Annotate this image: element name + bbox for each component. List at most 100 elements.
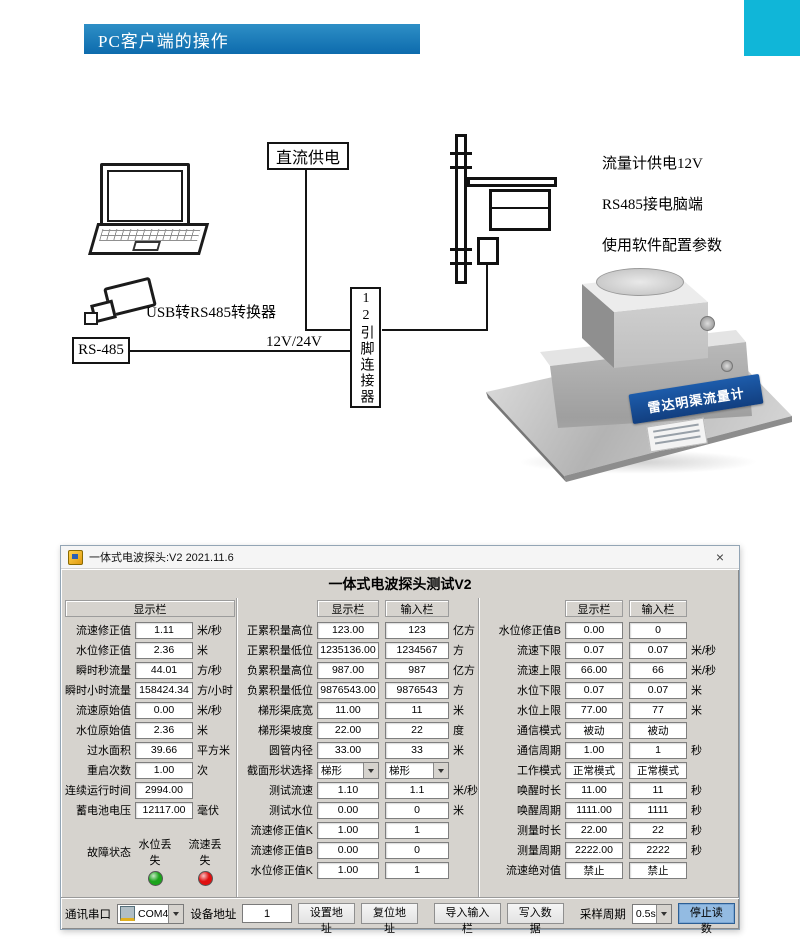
unit-label: 方/秒: [197, 665, 223, 677]
device-address-input[interactable]: 1: [242, 904, 292, 923]
input-field[interactable]: 11: [629, 781, 687, 799]
input-field[interactable]: 9876543: [385, 681, 449, 699]
stop-read-button[interactable]: 停止读数: [677, 903, 735, 935]
field-label: 测量周期: [517, 845, 561, 857]
display-field: 0.00: [317, 841, 379, 859]
input-field[interactable]: 0.07: [629, 681, 687, 699]
display-field: 被动: [565, 721, 623, 739]
field-row: 重启次数 1.00 次: [65, 760, 235, 780]
close-button[interactable]: ×: [715, 549, 725, 565]
field-label: 过水面积: [87, 745, 131, 757]
field-label: 瞬时小时流量: [65, 685, 131, 697]
import-inputs-button[interactable]: 导入输入栏: [434, 903, 501, 935]
input-field[interactable]: 正常模式: [629, 761, 687, 779]
chevron-down-icon: [363, 762, 378, 778]
unit-label: 米: [691, 685, 702, 697]
field-label: 水位修正值: [76, 645, 131, 657]
input-field[interactable]: 禁止: [629, 861, 687, 879]
display-field: 0.00: [317, 801, 379, 819]
input-field[interactable]: 22: [629, 821, 687, 839]
unit-label: 平方米: [197, 745, 230, 757]
input-field[interactable]: 11: [385, 701, 449, 719]
input-field[interactable]: 被动: [629, 721, 687, 739]
note-line: RS485接电脑端: [602, 197, 703, 213]
unit-label: 次: [197, 765, 208, 777]
water-level-lost-indicator: 水位丢失: [135, 836, 175, 886]
com-port-select[interactable]: COM4: [117, 903, 185, 924]
input-field[interactable]: 1.1: [385, 781, 449, 799]
input-field[interactable]: 66: [629, 661, 687, 679]
display-field: 11.00: [565, 781, 623, 799]
input-field[interactable]: 33: [385, 741, 449, 759]
indicator-label: 流速丢失: [188, 839, 222, 867]
radar-sensor-illustration: [489, 189, 551, 231]
display-field: 1.00: [135, 761, 193, 779]
usb-converter-label: USB转RS485转换器: [146, 305, 277, 321]
field-row: 通信模式被动被动: [483, 720, 731, 740]
input-field[interactable]: 1234567: [385, 641, 449, 659]
display-field: 1.10: [317, 781, 379, 799]
unit-label: 米/秒: [691, 645, 717, 657]
input-field[interactable]: 0: [385, 801, 449, 819]
combo-value: 梯形: [389, 764, 410, 777]
indicator-label: 水位丢失: [138, 839, 172, 867]
wire-line: [382, 329, 488, 331]
display-field[interactable]: 梯形: [317, 761, 379, 779]
unit-label: 方: [453, 645, 464, 657]
wire-line: [130, 350, 352, 352]
field-label: 水位上限: [517, 705, 561, 717]
input-field[interactable]: 1: [629, 741, 687, 759]
unit-label: 米: [453, 745, 464, 757]
input-field[interactable]: 梯形: [385, 761, 449, 779]
field-label: 负累积量高位: [247, 665, 313, 677]
input-field[interactable]: 2222: [629, 841, 687, 859]
field-label: 流速上限: [517, 665, 561, 677]
input-field[interactable]: 1: [385, 821, 449, 839]
input-field[interactable]: 77: [629, 701, 687, 719]
combo-value: 梯形: [321, 764, 342, 777]
field-label: 重启次数: [87, 765, 131, 777]
input-field[interactable]: 987: [385, 661, 449, 679]
sample-period-label: 采样周期: [579, 908, 626, 921]
pole-clamp: [450, 262, 472, 265]
input-field[interactable]: 0: [629, 621, 687, 639]
input-field[interactable]: 1: [385, 861, 449, 879]
display-field: 987.00: [317, 661, 379, 679]
chevron-down-icon: [168, 904, 184, 923]
mounting-pole-illustration: [455, 134, 467, 284]
wire-line: [305, 329, 354, 331]
unit-label: 亿方: [453, 665, 475, 677]
unit-label: 秒: [691, 785, 702, 797]
display-field: 22.00: [565, 821, 623, 839]
page-title: PC客户端的操作: [98, 31, 229, 51]
input-field[interactable]: 0: [385, 841, 449, 859]
input-field[interactable]: 1111: [629, 801, 687, 819]
display-field: 22.00: [317, 721, 379, 739]
field-label: 截面形状选择: [247, 765, 313, 777]
sample-period-select[interactable]: 0.5s: [631, 903, 672, 924]
pin-connector-box: 12引脚连接器: [350, 287, 381, 408]
input-field[interactable]: 0.07: [629, 641, 687, 659]
reset-address-button[interactable]: 复位地址: [360, 903, 419, 935]
sample-period-value: 0.5s: [635, 907, 656, 920]
field-row: 截面形状选择梯形梯形: [241, 760, 477, 780]
write-data-button[interactable]: 写入数据: [506, 903, 564, 935]
com-port-value: COM4: [138, 907, 169, 920]
input-field[interactable]: 22: [385, 721, 449, 739]
set-address-button[interactable]: 设置地址: [297, 903, 355, 935]
app-window: 一体式电波探头:V2 2021.11.6 × 一体式电波探头测试V2 显示栏 流…: [60, 545, 740, 935]
field-label: 测试水位: [269, 805, 313, 817]
input-field[interactable]: 123: [385, 621, 449, 639]
